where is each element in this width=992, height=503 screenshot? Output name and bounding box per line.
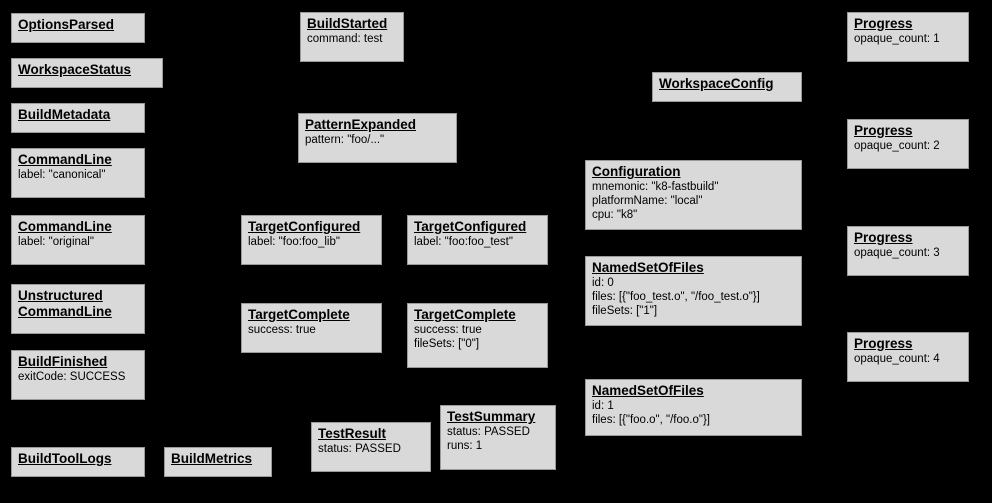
node-options-parsed[interactable]: OptionsParsed — [11, 13, 145, 43]
node-title: BuildMetrics — [171, 451, 253, 466]
node-field: opaque_count: 3 — [854, 247, 940, 259]
node-field: fileSets: ["0"] — [414, 338, 480, 350]
node-field: opaque_count: 4 — [854, 353, 940, 365]
node-workspace-status[interactable]: WorkspaceStatus — [11, 58, 163, 88]
node-target-complete-lib[interactable]: TargetComplete success: true — [241, 303, 382, 353]
node-build-started[interactable]: BuildStarted command: test — [300, 12, 404, 62]
node-named-set-of-files-1[interactable]: NamedSetOfFiles id: 1 files: [{"foo.o", "/… — [585, 379, 802, 436]
node-fields: success: true fileSets: ["0"] — [414, 323, 541, 351]
node-fields: label: "foo:foo_test" — [414, 235, 541, 249]
node-field: success: true — [414, 324, 482, 336]
node-build-metadata[interactable]: BuildMetadata — [11, 103, 145, 133]
node-fields: exitCode: SUCCESS — [18, 370, 138, 384]
node-title: CommandLine — [18, 219, 112, 234]
node-fields: opaque_count: 4 — [854, 352, 962, 366]
node-field: files: [{"foo_test.o", "/foo_test.o"}] — [592, 291, 760, 303]
node-title: WorkspaceStatus — [18, 62, 132, 77]
node-fields: command: test — [307, 32, 397, 46]
node-title: CommandLine — [18, 152, 112, 167]
node-field: mnemonic: "k8-fastbuild" — [592, 181, 719, 193]
node-unstructured-command-line[interactable]: Unstructured CommandLine — [11, 284, 145, 334]
node-fields: status: PASSED runs: 1 — [447, 425, 549, 453]
node-progress-2[interactable]: Progress opaque_count: 2 — [847, 119, 969, 169]
node-pattern-expanded[interactable]: PatternExpanded pattern: "foo/..." — [298, 113, 457, 163]
node-field: label: "foo:foo_test" — [414, 236, 513, 248]
node-title: BuildFinished — [18, 354, 108, 369]
node-title: BuildMetadata — [18, 107, 111, 122]
node-test-summary[interactable]: TestSummary status: PASSED runs: 1 — [440, 405, 556, 470]
node-fields: opaque_count: 2 — [854, 139, 962, 153]
node-fields: opaque_count: 3 — [854, 246, 962, 260]
node-fields: opaque_count: 1 — [854, 32, 962, 46]
node-title: TargetComplete — [248, 307, 350, 322]
node-field: id: 0 — [592, 277, 614, 289]
node-field: success: true — [248, 324, 316, 336]
node-build-tool-logs[interactable]: BuildToolLogs — [11, 447, 145, 477]
node-named-set-of-files-0[interactable]: NamedSetOfFiles id: 0 files: [{"foo_test.o… — [585, 256, 802, 326]
node-field: id: 1 — [592, 400, 614, 412]
node-field: exitCode: SUCCESS — [18, 371, 126, 383]
node-title: Progress — [854, 336, 913, 351]
node-fields: id: 0 files: [{"foo_test.o", "/foo_test.o… — [592, 276, 795, 318]
node-progress-3[interactable]: Progress opaque_count: 3 — [847, 226, 969, 276]
node-field: cpu: "k8" — [592, 209, 638, 221]
node-progress-1[interactable]: Progress opaque_count: 1 — [847, 12, 969, 62]
node-field: label: "foo:foo_lib" — [248, 236, 340, 248]
node-title: Progress — [854, 16, 913, 31]
node-command-line-canonical[interactable]: CommandLine label: "canonical" — [11, 148, 145, 198]
node-test-result[interactable]: TestResult status: PASSED — [311, 422, 431, 472]
node-title: Unstructured CommandLine — [18, 288, 112, 319]
node-title: NamedSetOfFiles — [592, 260, 704, 275]
node-target-complete-test[interactable]: TargetComplete success: true fileSets: ["0… — [407, 303, 548, 368]
node-progress-4[interactable]: Progress opaque_count: 4 — [847, 332, 969, 382]
node-title: OptionsParsed — [18, 17, 115, 32]
node-command-line-original[interactable]: CommandLine label: "original" — [11, 215, 145, 265]
node-field: label: "original" — [18, 236, 94, 248]
node-field: platformName: "local" — [592, 195, 703, 207]
node-title: TestSummary — [447, 409, 536, 424]
node-field: status: PASSED — [318, 443, 401, 455]
node-title: NamedSetOfFiles — [592, 383, 704, 398]
node-target-configured-foo-test[interactable]: TargetConfigured label: "foo:foo_test" — [407, 215, 548, 265]
node-fields: mnemonic: "k8-fastbuild" platformName: "l… — [592, 180, 795, 222]
node-title: TargetConfigured — [414, 219, 527, 234]
node-field: files: [{"foo.o", "/foo.o"}] — [592, 414, 710, 426]
node-build-metrics[interactable]: BuildMetrics — [164, 447, 272, 477]
node-field: command: test — [307, 33, 383, 45]
node-title: BuildToolLogs — [18, 451, 112, 466]
node-fields: status: PASSED — [318, 442, 424, 456]
node-fields: pattern: "foo/..." — [305, 133, 450, 147]
node-fields: label: "canonical" — [18, 168, 138, 182]
node-field: opaque_count: 1 — [854, 33, 940, 45]
node-title: Progress — [854, 230, 913, 245]
node-field: status: PASSED — [447, 426, 530, 438]
node-title: Progress — [854, 123, 913, 138]
node-title: TargetConfigured — [248, 219, 361, 234]
node-target-configured-foo-lib[interactable]: TargetConfigured label: "foo:foo_lib" — [241, 215, 382, 265]
node-fields: label: "original" — [18, 235, 138, 249]
node-title: TestResult — [318, 426, 387, 441]
node-title: Configuration — [592, 164, 681, 179]
node-fields: success: true — [248, 323, 375, 337]
node-field: opaque_count: 2 — [854, 140, 940, 152]
node-build-finished[interactable]: BuildFinished exitCode: SUCCESS — [11, 350, 145, 400]
node-configuration[interactable]: Configuration mnemonic: "k8-fastbuild" pla… — [585, 160, 802, 230]
node-title: PatternExpanded — [305, 117, 417, 132]
node-field: pattern: "foo/..." — [305, 134, 385, 146]
node-title: WorkspaceConfig — [659, 76, 774, 91]
node-workspace-config[interactable]: WorkspaceConfig — [652, 72, 802, 102]
node-fields: id: 1 files: [{"foo.o", "/foo.o"}] — [592, 399, 795, 427]
node-title: TargetComplete — [414, 307, 516, 322]
node-field: label: "canonical" — [18, 169, 106, 181]
node-title: BuildStarted — [307, 16, 388, 31]
node-field: fileSets: ["1"] — [592, 305, 658, 317]
node-field: runs: 1 — [447, 440, 483, 452]
node-fields: label: "foo:foo_lib" — [248, 235, 375, 249]
